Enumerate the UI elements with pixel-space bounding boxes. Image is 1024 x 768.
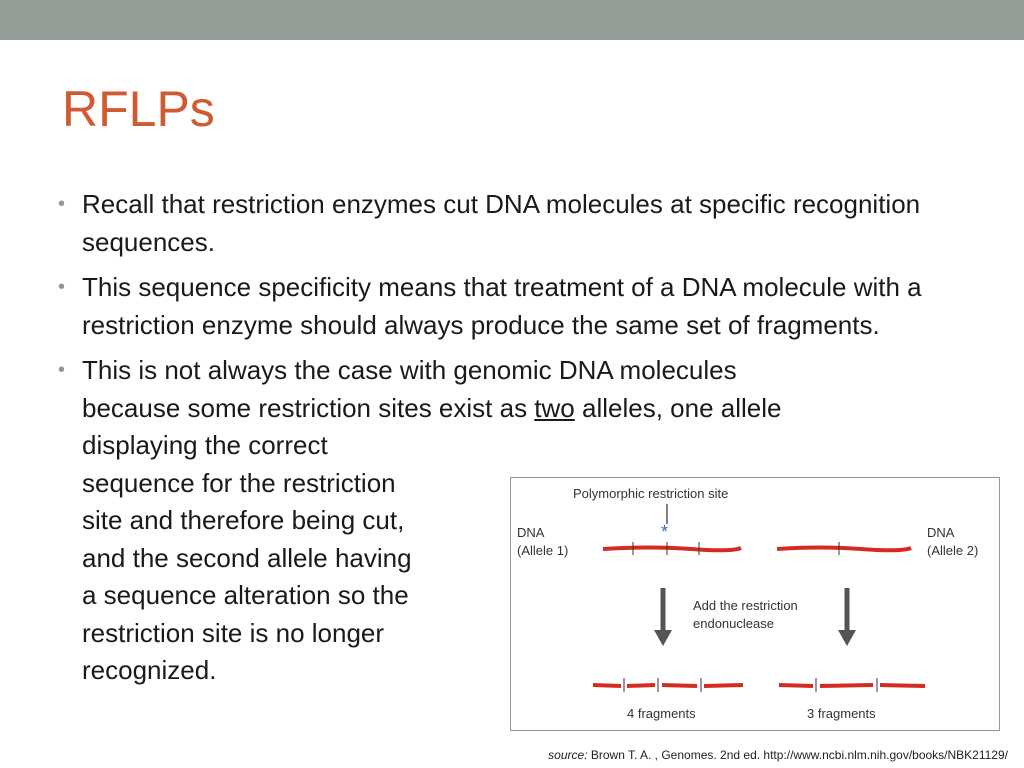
source-citation: source: Brown T. A. , Genomes. 2nd ed. h… bbox=[548, 748, 1008, 762]
allele1-result-label: 4 fragments bbox=[627, 706, 696, 721]
allele1-label: (Allele 1) bbox=[517, 543, 569, 558]
allele1-fragments bbox=[592, 683, 744, 688]
bullet-dot-icon: • bbox=[58, 359, 66, 381]
allele1-dna-label: DNA bbox=[517, 525, 545, 540]
bullet-dot-icon: • bbox=[58, 193, 66, 215]
bullet-text-fragment: because some restriction sites exist as bbox=[82, 392, 535, 423]
polymorphic-site-label: Polymorphic restriction site bbox=[573, 486, 729, 501]
bullet-text: This sequence specificity means that tre… bbox=[82, 272, 922, 340]
bullet-item: • This sequence specificity means that t… bbox=[58, 269, 978, 344]
bullet-text-line: because some restriction sites exist as … bbox=[82, 390, 978, 428]
bullet-item: • Recall that restriction enzymes cut DN… bbox=[58, 186, 978, 261]
bullet-text-line: recognized. bbox=[82, 655, 217, 685]
top-accent-bar bbox=[0, 0, 1024, 40]
bullet-item: • This is not always the case with genom… bbox=[58, 352, 978, 690]
bullet-text-line: and the second allele having bbox=[82, 542, 412, 573]
underlined-word: two bbox=[534, 392, 575, 423]
allele2-result-label: 3 fragments bbox=[807, 706, 876, 721]
asterisk-icon: * bbox=[661, 522, 669, 542]
bullet-list: • Recall that restriction enzymes cut DN… bbox=[58, 186, 978, 698]
bullet-text: Recall that restriction enzymes cut DNA … bbox=[82, 189, 921, 257]
bullet-text-line: site and therefore being cut, bbox=[82, 505, 405, 535]
slide-title: RFLPs bbox=[62, 81, 215, 137]
rflp-diagram: Polymorphic restriction site * DNA (Alle… bbox=[510, 477, 1000, 731]
source-text: Brown T. A. , Genomes. 2nd ed. http://ww… bbox=[590, 748, 1008, 762]
bullet-text-line: sequence for the restriction bbox=[82, 467, 396, 498]
enzyme-label-line: Add the restriction bbox=[693, 598, 798, 613]
diagram-graphics bbox=[592, 504, 926, 692]
bullet-text-line: displaying the correct bbox=[82, 430, 328, 460]
bullet-text-line: restriction site is no longer bbox=[82, 617, 385, 648]
left-down-arrow bbox=[654, 588, 672, 646]
allele2-dna-strand bbox=[776, 542, 912, 555]
bullet-text-wrapped: displaying the correct sequence for the … bbox=[82, 427, 492, 690]
enzyme-label-line: endonuclease bbox=[693, 616, 774, 631]
right-down-arrow bbox=[838, 588, 856, 646]
allele1-dna-strand bbox=[602, 542, 742, 555]
allele2-label: (Allele 2) bbox=[927, 543, 979, 558]
allele2-fragments bbox=[778, 683, 926, 688]
source-label: source: bbox=[548, 748, 588, 762]
bullet-text-fragment: alleles, one allele bbox=[574, 392, 782, 423]
bullet-text-line: This is not always the case with genomic… bbox=[82, 355, 737, 385]
allele2-dna-label: DNA bbox=[927, 525, 955, 540]
bullet-dot-icon: • bbox=[58, 276, 66, 298]
bullet-text-line: a sequence alteration so the bbox=[82, 580, 409, 610]
